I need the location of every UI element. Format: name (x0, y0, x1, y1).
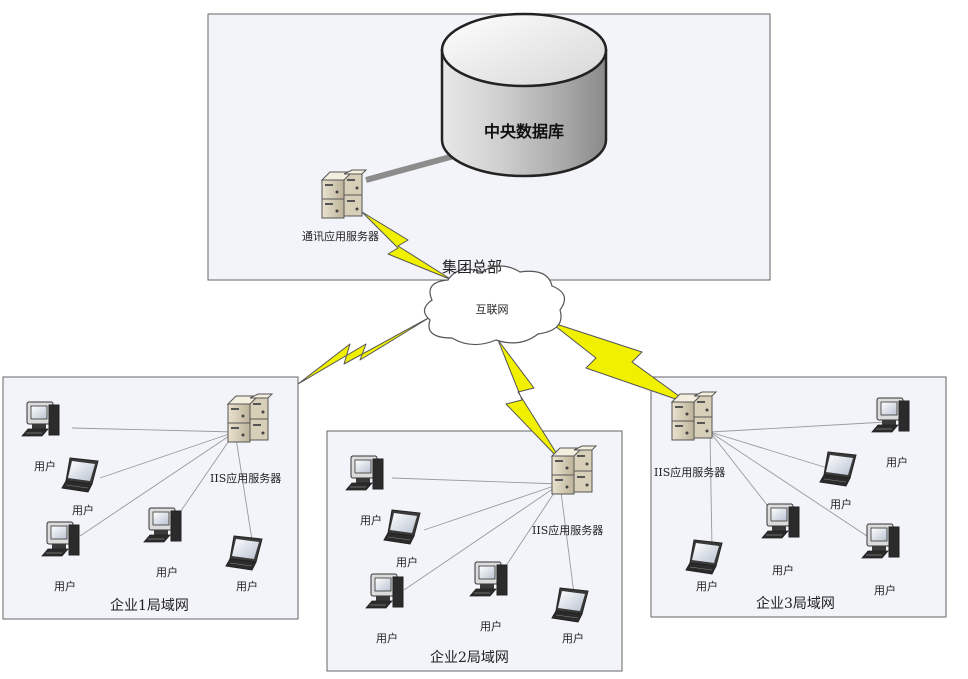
lan2-user-label: 用户 (480, 619, 502, 633)
lan1-user-label: 用户 (72, 503, 94, 517)
lan1-user-label: 用户 (54, 579, 76, 593)
lan2-user-label: 用户 (562, 631, 584, 645)
lan2-cables (391, 477, 575, 595)
server-rack-icon (671, 391, 717, 441)
server-rack-icon (227, 393, 273, 443)
lan1-user-label: 用户 (236, 579, 258, 593)
database-label: 中央数据库 (484, 122, 564, 141)
cloud-icon (423, 265, 566, 346)
lan1-user-label: 用户 (156, 565, 178, 579)
desktop-computer-icon (21, 401, 60, 437)
desktop-computer-icon (41, 521, 80, 557)
internet-cloud: 互联网 (423, 265, 566, 346)
lan3-server-label: IIS应用服务器 (654, 465, 725, 479)
desktop-computer-icon (761, 503, 800, 539)
internet-label: 互联网 (476, 303, 509, 316)
lan2-user-label: 用户 (360, 513, 382, 527)
lan1-cables (71, 427, 253, 541)
desktop-computer-icon (861, 523, 900, 559)
lightning-bolt-icon (297, 315, 433, 385)
lan2-server-label: IIS应用服务器 (532, 523, 603, 537)
lan2-user-label: 用户 (396, 555, 418, 569)
lan1-server-label: IIS应用服务器 (210, 471, 281, 485)
desktop-computer-icon (365, 573, 404, 609)
hq-server-label: 通讯应用服务器 (302, 229, 379, 243)
hq-title: 集团总部 (442, 258, 502, 276)
db-link-line (365, 153, 455, 183)
lan3-user-label: 用户 (772, 563, 794, 577)
server-rack-icon (551, 445, 597, 495)
lan3-user-label: 用户 (874, 583, 896, 597)
lan2-name: 企业2局域网 (430, 649, 509, 666)
central-database: 中央数据库 (440, 12, 608, 178)
desktop-computer-icon (143, 507, 182, 543)
lan1-user-label: 用户 (34, 459, 56, 473)
server-rack-icon (321, 169, 367, 219)
desktop-computer-icon (871, 397, 910, 433)
lan3-user-label: 用户 (830, 497, 852, 511)
desktop-computer-icon (469, 561, 508, 597)
lan3-user-label: 用户 (886, 455, 908, 469)
lightning-bolt-icon (549, 321, 691, 405)
lan3-name: 企业3局域网 (756, 595, 835, 612)
lan3-user-label: 用户 (696, 579, 718, 593)
lan1-name: 企业1局域网 (110, 597, 189, 614)
desktop-computer-icon (345, 455, 384, 491)
lan2-user-label: 用户 (376, 631, 398, 645)
